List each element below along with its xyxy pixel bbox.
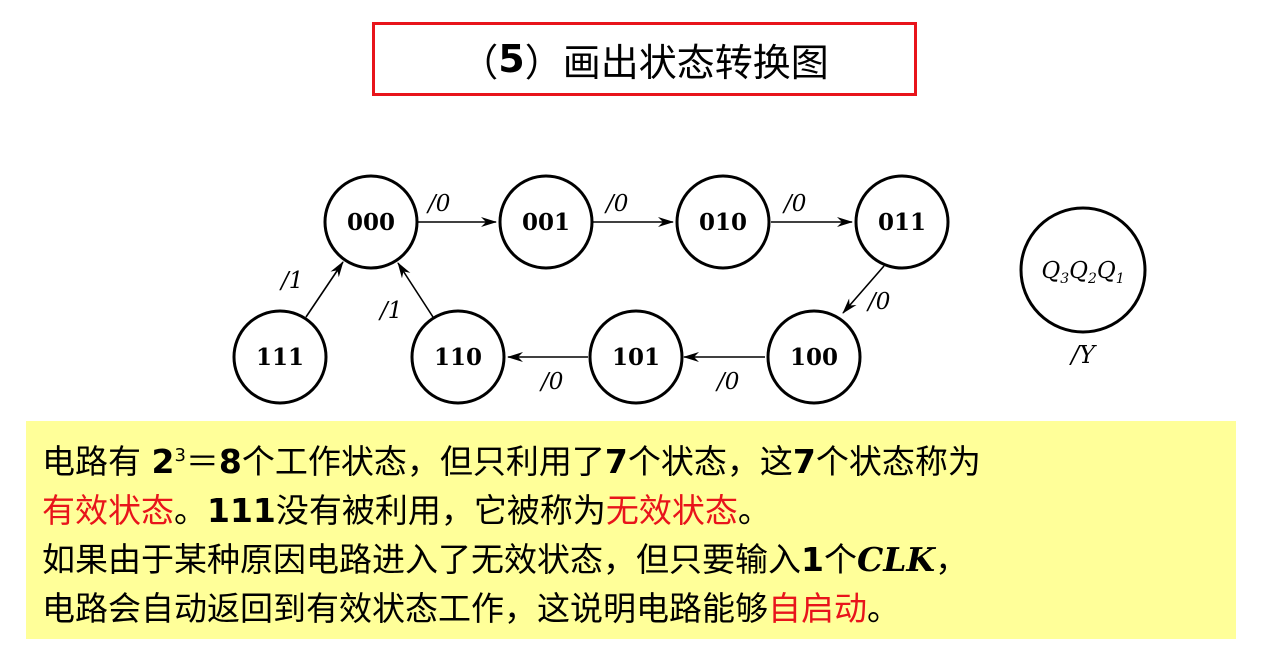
legend-q2-sub: 2 <box>1087 271 1097 287</box>
note-number: 2 <box>151 442 175 481</box>
note-number: 7 <box>604 442 628 481</box>
edge-100-101: /0 <box>683 352 765 395</box>
note-text: 电路有 <box>42 442 152 481</box>
edge-101-110: /0 <box>507 352 588 395</box>
legend-q3: Q <box>1041 258 1060 284</box>
state-transition-diagram: /0 /0 /0 /0 /0 /0 /1 /1 000 001 010 <box>232 174 1147 405</box>
title-number: 5 <box>498 37 525 81</box>
note-text: 如果由于某种原因电路进入了无效状态，但只要输入 <box>42 540 801 579</box>
note-text: 电路会自动返回到有效状态工作，这说明电路能够 <box>42 589 768 628</box>
edge-label-100-101: /0 <box>715 369 739 395</box>
note-number: 8 <box>218 442 242 481</box>
state-101: 101 <box>588 309 684 405</box>
note-text: 。 <box>737 491 771 530</box>
state-001-label: 001 <box>522 209 570 236</box>
note-text: 个状态称为 <box>815 442 981 481</box>
note-clk: CLK <box>856 540 936 579</box>
edge-011-100: /0 <box>842 265 890 315</box>
title-prefix: （ <box>460 40 499 85</box>
state-000-label: 000 <box>347 209 395 236</box>
note-text: 。 <box>174 491 207 530</box>
edge-label-101-110: /0 <box>539 369 563 395</box>
legend-output: /Y <box>1069 341 1097 369</box>
note-text: 个 <box>823 540 857 579</box>
note-exponent: 3 <box>174 445 186 466</box>
state-001: 001 <box>498 174 594 270</box>
edge-label-001-010: /0 <box>604 191 628 217</box>
note-number: 111 <box>207 491 276 530</box>
title-suffix: ）画出状态转换图 <box>524 40 829 85</box>
title-box: （5）画出状态转换图 <box>372 22 917 96</box>
state-011: 011 <box>854 174 950 270</box>
legend-q1-sub: 1 <box>1116 271 1125 287</box>
note-text: 没有被利用，它被称为 <box>275 491 606 530</box>
note-highlight-valid-states: 有效状态 <box>42 491 174 530</box>
state-111-label: 111 <box>256 344 304 371</box>
state-010-label: 010 <box>699 209 747 236</box>
note-text: 。 <box>867 589 900 628</box>
state-110: 110 <box>410 309 506 405</box>
note-number: 7 <box>792 442 816 481</box>
edge-000-001: /0 <box>417 191 497 227</box>
edge-111-000: /1 <box>279 261 344 318</box>
state-000: 000 <box>323 174 419 270</box>
note-text: ＝ <box>185 442 219 481</box>
edge-001-010: /0 <box>593 191 674 227</box>
state-010: 010 <box>675 174 771 270</box>
note-text: 个状态，这 <box>627 442 793 481</box>
legend-state-bits: Q3Q2Q1 <box>1041 258 1124 287</box>
note-number: 1 <box>801 540 824 579</box>
note-highlight-invalid-states: 无效状态 <box>605 491 738 530</box>
edge-label-110-000: /1 <box>378 298 402 324</box>
edge-label-010-011: /0 <box>782 191 806 217</box>
legend-q2: Q <box>1069 258 1088 284</box>
legend-q3-sub: 3 <box>1060 271 1069 287</box>
edge-110-000: /1 <box>378 262 434 324</box>
legend-q1: Q <box>1097 258 1116 284</box>
note-line-4: 电路会自动返回到有效状态工作，这说明电路能够自启动。 <box>42 584 1222 633</box>
state-100: 100 <box>766 309 862 405</box>
state-101-label: 101 <box>612 344 660 371</box>
note-line-2: 有效状态。111没有被利用，它被称为无效状态。 <box>42 486 1222 535</box>
legend: Q3Q2Q1 /Y <box>1019 206 1147 369</box>
note-text: 个工作状态，但只利用了 <box>241 442 605 481</box>
state-110-label: 110 <box>434 344 482 371</box>
edge-label-111-000: /1 <box>279 268 303 294</box>
state-100-label: 100 <box>790 344 838 371</box>
note-text: ， <box>935 540 969 579</box>
edge-label-011-100: /0 <box>866 289 890 315</box>
edge-010-011: /0 <box>771 191 853 227</box>
note-highlight-self-start: 自启动 <box>768 589 867 628</box>
note-line-1: 电路有 23＝8个工作状态，但只利用了7个状态，这7个状态称为 <box>42 431 1222 486</box>
note-line-3: 如果由于某种原因电路进入了无效状态，但只要输入1个CLK， <box>42 535 1222 584</box>
state-111: 111 <box>232 309 328 405</box>
state-011-label: 011 <box>878 209 926 236</box>
edge-label-000-001: /0 <box>426 191 450 217</box>
explanation-note: 电路有 23＝8个工作状态，但只利用了7个状态，这7个状态称为 有效状态。111… <box>26 421 1236 639</box>
